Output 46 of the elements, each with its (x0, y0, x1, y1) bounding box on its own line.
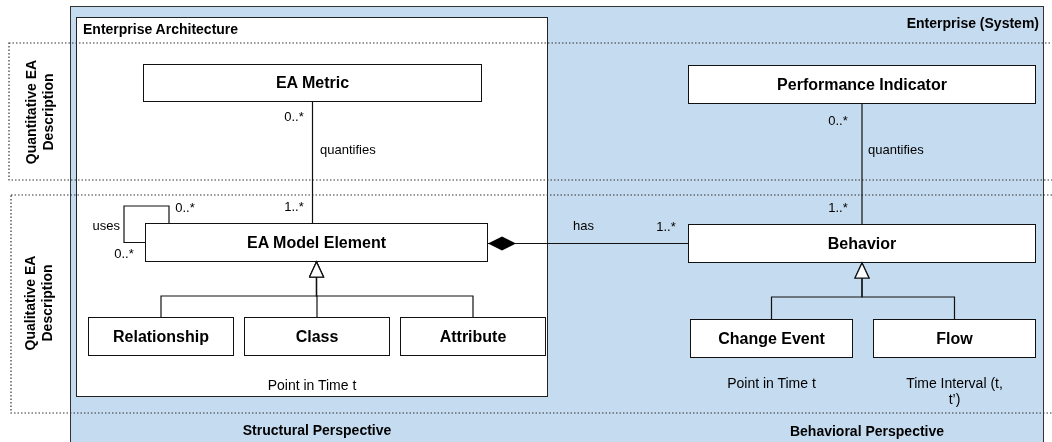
class-box (688, 224, 1036, 263)
system-frame (70, 6, 1044, 442)
perspective-title: Behavioral Perspective (789, 423, 945, 439)
class-box (400, 317, 546, 356)
generalization-arrow (854, 262, 956, 320)
class-box (145, 223, 488, 262)
band-title: Quantitative EA Description (23, 58, 57, 166)
multiplicity-label: 0..* (114, 245, 134, 261)
note-text: Point in Time t (266, 377, 358, 393)
multiplicity-label: 0..* (284, 108, 304, 124)
association-line (861, 103, 863, 225)
class-name: Performance Indicator (777, 75, 947, 94)
class-name: Attribute (439, 327, 507, 346)
association-line (123, 205, 170, 244)
edge-label: quantifies (320, 142, 376, 157)
composition-line (487, 236, 689, 251)
class-name: Class (295, 327, 339, 346)
multiplicity-label: 1..* (284, 198, 304, 214)
association-line (311, 101, 314, 224)
band-title: Qualitative EA Description (22, 254, 56, 353)
class-name: Relationship (113, 327, 209, 346)
class-name: EA Metric (275, 74, 350, 92)
class-box (143, 64, 482, 102)
class-box (244, 317, 390, 356)
edge-label: has (573, 218, 594, 233)
class-name: Change Event (718, 329, 825, 348)
multiplicity-label: 0..* (175, 199, 195, 215)
generalization-arrow (308, 261, 474, 318)
frame-title: Enterprise Architecture (83, 21, 239, 37)
edge-label: quantifies (868, 142, 924, 157)
multiplicity-label: 1..* (656, 218, 676, 234)
architecture-frame (76, 17, 548, 397)
class-name: Behavior (827, 234, 897, 253)
note-text: Time Interval (t, t’) (905, 375, 1004, 407)
perspective-title: Structural Perspective (242, 422, 392, 438)
class-name: Flow (936, 329, 973, 348)
multiplicity-label: 0..* (828, 112, 848, 128)
edge-label: uses (92, 218, 120, 233)
class-box (873, 319, 1036, 358)
note-text: Point in Time t (726, 375, 817, 391)
class-name: EA Model Element (247, 233, 386, 252)
class-box (688, 65, 1036, 104)
multiplicity-label: 1..* (828, 199, 848, 215)
class-box (88, 317, 234, 356)
frame-title: Enterprise (System) (906, 15, 1039, 31)
class-box (690, 319, 853, 358)
